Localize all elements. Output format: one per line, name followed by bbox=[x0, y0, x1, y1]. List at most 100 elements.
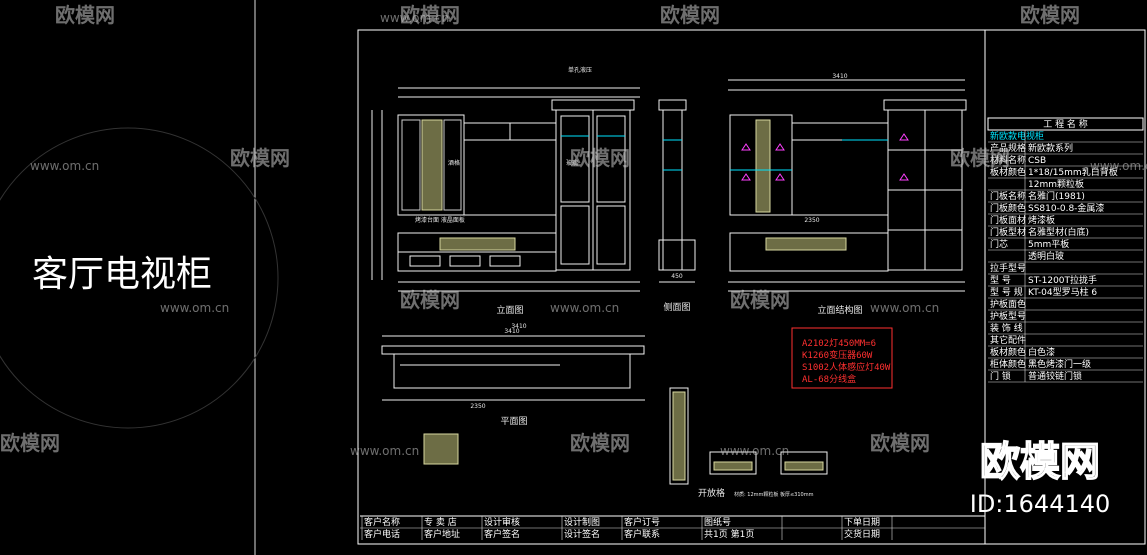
title-block-key: 新欧款电视柜 bbox=[990, 130, 1044, 142]
watermark-site: www.om.cn bbox=[1090, 159, 1147, 173]
title-block-key: 护板型号 bbox=[990, 310, 1026, 322]
dim-plan-overall: 3410 bbox=[504, 328, 519, 335]
watermark-logo: 欧模网 bbox=[400, 288, 460, 312]
glass-label: 玻璃 bbox=[566, 159, 578, 167]
watermark-logo: 欧模网 bbox=[230, 146, 290, 170]
title-block-value: 透明白玻 bbox=[1028, 250, 1064, 262]
title-block-key: 板材颜色 bbox=[990, 346, 1026, 358]
dim-struct-bottom: 2350 bbox=[804, 217, 819, 224]
red-notes-box bbox=[791, 327, 893, 389]
watermark-site: www.om.cn bbox=[350, 444, 419, 458]
title-block-key: 柜体颜色 bbox=[990, 358, 1026, 370]
watermark-site: www.om.cn bbox=[870, 301, 939, 315]
bottom-block-cell: 客户订号 bbox=[624, 516, 660, 528]
opening-label: 开放格 bbox=[698, 487, 725, 499]
title-block-key: 板材颜色 bbox=[990, 166, 1026, 178]
title-block-key: 型 号 bbox=[990, 275, 1011, 286]
watermark-logo: 欧模网 bbox=[570, 146, 630, 170]
bottom-block-cell: 图纸号 bbox=[704, 516, 731, 528]
title-block-value: 普通铰链门锁 bbox=[1028, 370, 1082, 382]
title-block-value: SS810-0.8-金属漆 bbox=[1028, 202, 1104, 214]
watermark-logo: 欧模网 bbox=[55, 3, 115, 27]
bottom-block-cell: 客户签名 bbox=[484, 528, 520, 540]
title-block-key: 型 号 规 bbox=[990, 287, 1023, 298]
dim-side-width: 450 bbox=[671, 273, 683, 280]
title-block-value: KT-04型罗马柱 6 bbox=[1028, 286, 1097, 298]
bottom-block-cell: 设计制图 bbox=[564, 516, 600, 528]
watermark-logo: 欧模网 bbox=[0, 431, 60, 455]
bottom-block-cell: 专 卖 店 bbox=[424, 516, 457, 528]
title-block-key: 产品规格 bbox=[990, 142, 1026, 154]
watermark-logo: 欧模网 bbox=[950, 146, 1010, 170]
watermark-site: www.om.cn bbox=[720, 444, 789, 458]
bottom-block-cell: 设计审核 bbox=[484, 516, 520, 528]
red-note-1: A2102灯450MM=6 bbox=[802, 338, 876, 349]
side-label: 侧面图 bbox=[663, 301, 690, 313]
title-block-key: 门板面材 bbox=[990, 214, 1026, 226]
title-block-value: 白色漆 bbox=[1028, 346, 1055, 358]
watermark-logo: 欧模网 bbox=[400, 3, 460, 27]
title-block-key: 其它配件 bbox=[990, 334, 1026, 346]
watermark-logo: 欧模网 bbox=[660, 3, 720, 27]
watermark-logo: 欧模网 bbox=[1020, 3, 1080, 27]
title-block-value: 黑色烤漆门一级 bbox=[1028, 358, 1091, 370]
drawing-title: 客厅电视柜 bbox=[32, 254, 212, 295]
opening-note: 材质: 12mm颗粒板 板厚≤310mm bbox=[734, 491, 814, 498]
wine-lattice-label: 酒格 bbox=[448, 159, 460, 167]
title-block-key: 门 锁 bbox=[990, 370, 1011, 382]
under-shelf-label: 烤漆台面 液晶面板 bbox=[415, 216, 465, 224]
watermark-site: www.om.cn bbox=[550, 301, 619, 315]
structure-label: 立面结构图 bbox=[817, 304, 862, 316]
title-block-value: 1*18/15mm乳白背板 bbox=[1028, 166, 1118, 178]
title-block-header: 工 程 名 称 bbox=[1043, 118, 1088, 130]
red-note-4: AL-68分线盒 bbox=[802, 373, 856, 385]
title-block-key: 门芯 bbox=[990, 238, 1008, 250]
dim-top-overall: 3410 bbox=[511, 323, 526, 330]
hinge-label: 单孔液压 bbox=[568, 66, 592, 74]
title-block-value: CSB bbox=[1028, 156, 1046, 166]
elevation-label: 立面图 bbox=[496, 304, 523, 316]
plan-view bbox=[381, 335, 645, 401]
title-block-key: 门板型材 bbox=[990, 226, 1026, 238]
id-badge-brand: 欧模网 bbox=[980, 439, 1100, 485]
opening-detail bbox=[669, 387, 828, 485]
bottom-block-cell: 下单日期 bbox=[844, 516, 880, 528]
title-block-value: 名雅型材(白底) bbox=[1028, 226, 1089, 238]
plan-label: 平面图 bbox=[500, 416, 527, 427]
title-block-value: 新欧款系列 bbox=[1028, 142, 1073, 154]
title-block-key: 装 饰 线 bbox=[990, 322, 1023, 334]
title-block-key: 护板面色 bbox=[990, 298, 1026, 310]
bottom-block-cell: 客户电话 bbox=[364, 528, 400, 540]
dim-plan-depth: 2350 bbox=[470, 403, 485, 410]
title-block-key: 门板名称 bbox=[990, 190, 1026, 202]
watermark-site: www.om.cn bbox=[160, 301, 229, 315]
bottom-info-block: 客户名称专 卖 店设计审核设计制图客户订号图纸号下单日期客户电话客户地址客户签名… bbox=[360, 515, 985, 540]
title-block-key: 拉手型号 bbox=[990, 262, 1026, 274]
title-block-key: 材料名称 bbox=[990, 154, 1026, 166]
title-block-value: 烤漆板 bbox=[1028, 214, 1055, 226]
bottom-block-cell: 交货日期 bbox=[844, 528, 880, 540]
red-note-3: S1002人体感应灯40W bbox=[802, 361, 891, 373]
watermark-logo: 欧模网 bbox=[570, 431, 630, 455]
bottom-block-cell: 共1页 第1页 bbox=[704, 528, 754, 540]
watermark-layer: 欧模网欧模网欧模网欧模网欧模网欧模网欧模网欧模网欧模网欧模网欧模网欧模网www.… bbox=[0, 3, 1147, 458]
title-block-value: 名雅门(1981) bbox=[1028, 190, 1085, 202]
id-badge-number: ID:1644140 bbox=[970, 490, 1111, 518]
bottom-block-cell: 设计签名 bbox=[564, 528, 600, 540]
watermark-site: www.om.cn bbox=[30, 159, 99, 173]
title-block-key: 门板颜色 bbox=[990, 202, 1026, 214]
title-block-value: 12mm颗粒板 bbox=[1028, 178, 1084, 190]
watermark-site: www.om.cn bbox=[380, 11, 449, 25]
structure-view bbox=[728, 79, 967, 292]
title-block-value: 5mm平板 bbox=[1028, 238, 1069, 250]
red-note-2: K1260变压器60W bbox=[802, 349, 873, 361]
bottom-block-cell: 客户联系 bbox=[624, 528, 660, 540]
watermark-logo: 欧模网 bbox=[730, 288, 790, 312]
lattice-swatch bbox=[423, 433, 459, 465]
dim-struct-top: 3410 bbox=[832, 73, 847, 80]
drawing-frame bbox=[357, 29, 1146, 545]
bottom-block-cell: 客户名称 bbox=[364, 516, 400, 528]
watermark-circle bbox=[0, 127, 279, 429]
